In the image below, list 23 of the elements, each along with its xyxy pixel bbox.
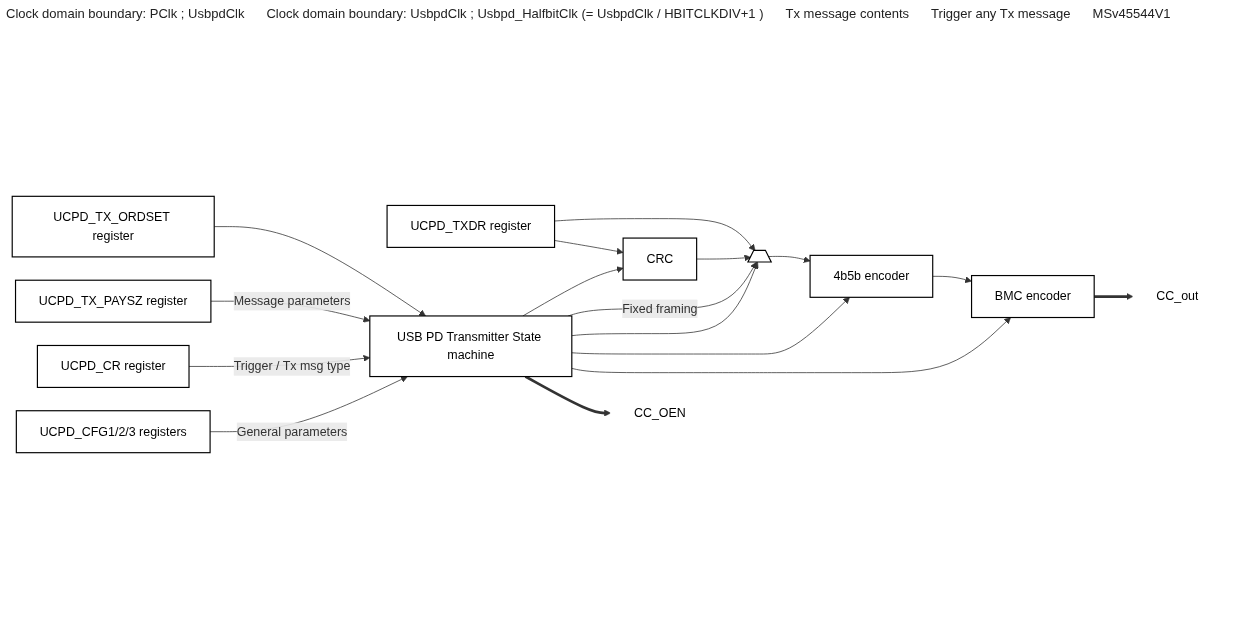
note-text: Tx message contents [785, 6, 910, 21]
note-text: Clock domain boundary: UsbpdClk ; Usbpd_HalfbitClk (= UsbpdClk / HBITCLKDIV+1 ) [266, 6, 764, 21]
edge-label: Trigger / Tx msg type [233, 359, 351, 373]
node-box: UCPD_CFG1/2/3 registers [15, 410, 211, 454]
node-box: UCPD_TX_PAYSZ register [14, 279, 212, 323]
arrow [524, 375, 611, 417]
node-box: UCPD_TXDR register [386, 204, 556, 248]
node-trapezoid [747, 249, 773, 263]
node-box: 4b5b encoder [809, 254, 934, 298]
node-box: UCPD_TX_ORDSET register [11, 195, 215, 258]
note-text: Clock domain boundary: PClk ; UsbpdClk [6, 6, 245, 21]
node-box: UCPD_CR register [36, 344, 190, 388]
note-text: Trigger any Tx message [931, 6, 1071, 21]
edge-label: General parameters [236, 424, 348, 438]
node-box: CRC [622, 237, 698, 281]
edge-label: Message parameters [233, 294, 351, 308]
arrow [1094, 293, 1134, 300]
node-text: CC_out [1156, 289, 1199, 303]
node-text: CC_OEN [633, 406, 686, 420]
edge-label: Fixed framing [622, 301, 698, 315]
node-box: USB PD Transmitter State machine [369, 315, 573, 378]
note-text: MSv45544V1 [1092, 6, 1171, 21]
node-box: BMC encoder [970, 274, 1095, 319]
